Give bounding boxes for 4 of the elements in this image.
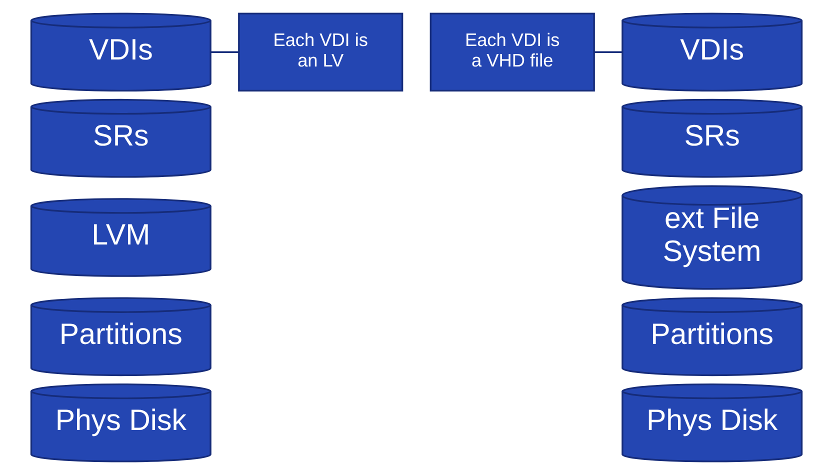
connector [210, 50, 239, 52]
node-box: Each VDI is a VHD file [430, 12, 595, 92]
connector [594, 50, 622, 52]
node-box: Each VDI is an LV [238, 12, 404, 92]
